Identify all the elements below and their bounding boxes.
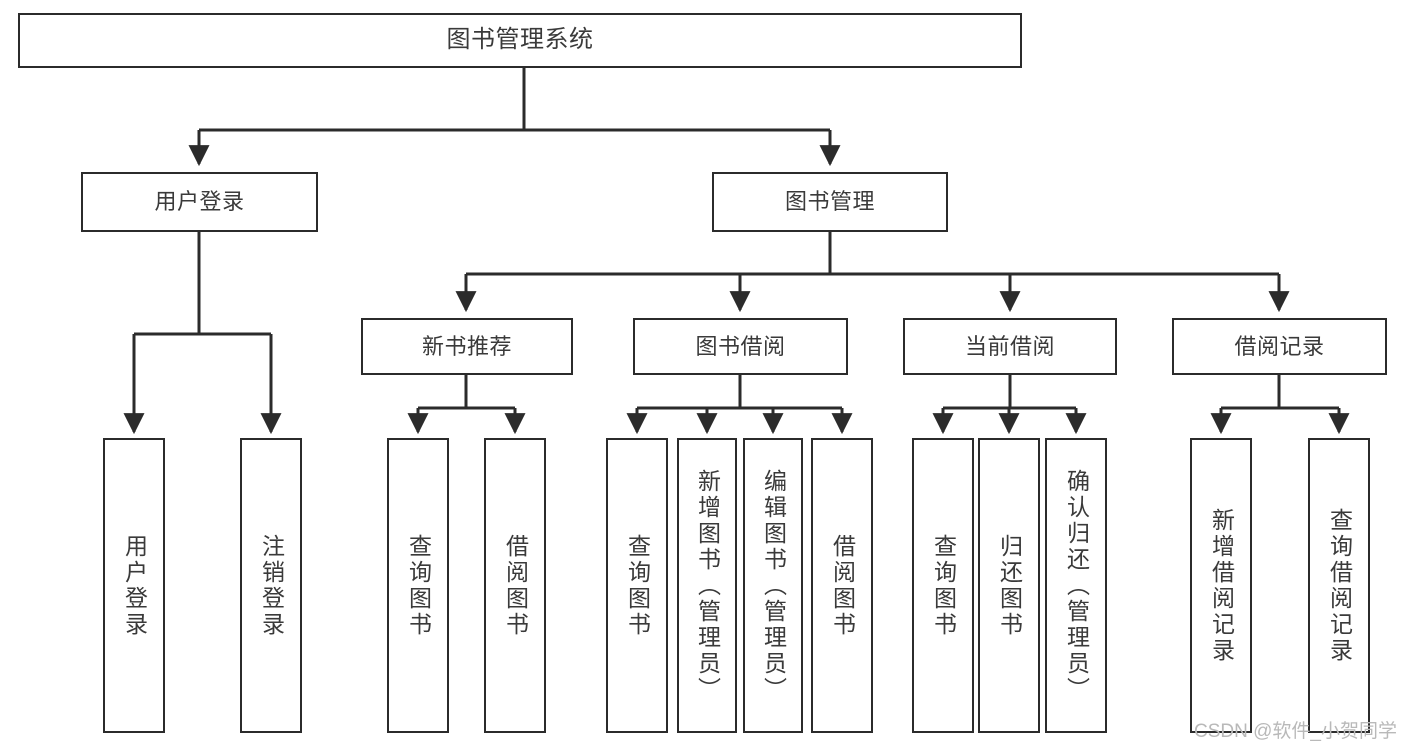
node-label: 查询借阅记录 xyxy=(1326,507,1353,664)
leaf-book-borrow-edit-book-admin[interactable]: 编辑图书（管理员） xyxy=(743,438,803,733)
leaf-new-book-query-book[interactable]: 查询图书 xyxy=(387,438,449,733)
node-label: 图书管理 xyxy=(784,189,875,215)
node-label: 归还图书 xyxy=(996,533,1023,638)
node-label: 新增借阅记录 xyxy=(1208,507,1235,664)
node-new-book-recommend[interactable]: 新书推荐 xyxy=(361,318,573,375)
node-label: 查询图书 xyxy=(624,533,651,638)
watermark-text: CSDN @软件_小贺同学 xyxy=(1194,721,1397,742)
node-current-borrow[interactable]: 当前借阅 xyxy=(903,318,1117,375)
leaf-book-borrow-borrow-book[interactable]: 借阅图书 xyxy=(811,438,873,733)
leaf-current-borrow-confirm-return-admin[interactable]: 确认归还（管理员） xyxy=(1045,438,1107,733)
node-label: 新增图书（管理员） xyxy=(694,468,721,703)
leaf-user-login-login[interactable]: 用户登录 xyxy=(103,438,165,733)
node-book-management[interactable]: 图书管理 xyxy=(712,172,948,232)
node-label: 借阅记录 xyxy=(1234,333,1325,359)
node-label: 查询图书 xyxy=(405,533,432,638)
node-label: 借阅图书 xyxy=(829,533,856,638)
leaf-new-book-borrow-book[interactable]: 借阅图书 xyxy=(484,438,546,733)
node-label: 当前借阅 xyxy=(964,333,1055,359)
leaf-book-borrow-query-book[interactable]: 查询图书 xyxy=(606,438,668,733)
leaf-book-borrow-add-book-admin[interactable]: 新增图书（管理员） xyxy=(677,438,737,733)
node-label: 图书管理系统 xyxy=(446,26,594,54)
node-user-login[interactable]: 用户登录 xyxy=(81,172,318,232)
node-label: 注销登录 xyxy=(258,533,285,638)
leaf-current-borrow-query-book[interactable]: 查询图书 xyxy=(912,438,974,733)
node-borrow-record[interactable]: 借阅记录 xyxy=(1172,318,1387,375)
node-label: 借阅图书 xyxy=(502,533,529,638)
node-label: 确认归还（管理员） xyxy=(1063,468,1090,703)
leaf-borrow-record-add-record[interactable]: 新增借阅记录 xyxy=(1190,438,1252,733)
node-label: 查询图书 xyxy=(930,533,957,638)
node-label: 图书借阅 xyxy=(695,333,786,359)
node-book-borrow[interactable]: 图书借阅 xyxy=(633,318,848,375)
leaf-user-login-logout[interactable]: 注销登录 xyxy=(240,438,302,733)
node-label: 新书推荐 xyxy=(421,333,512,359)
leaf-borrow-record-query-record[interactable]: 查询借阅记录 xyxy=(1308,438,1370,733)
leaf-current-borrow-return-book[interactable]: 归还图书 xyxy=(978,438,1040,733)
node-label: 用户登录 xyxy=(154,189,245,215)
node-label: 用户登录 xyxy=(121,533,148,638)
node-root-book-management-system[interactable]: 图书管理系统 xyxy=(18,13,1022,68)
node-label: 编辑图书（管理员） xyxy=(760,468,787,703)
